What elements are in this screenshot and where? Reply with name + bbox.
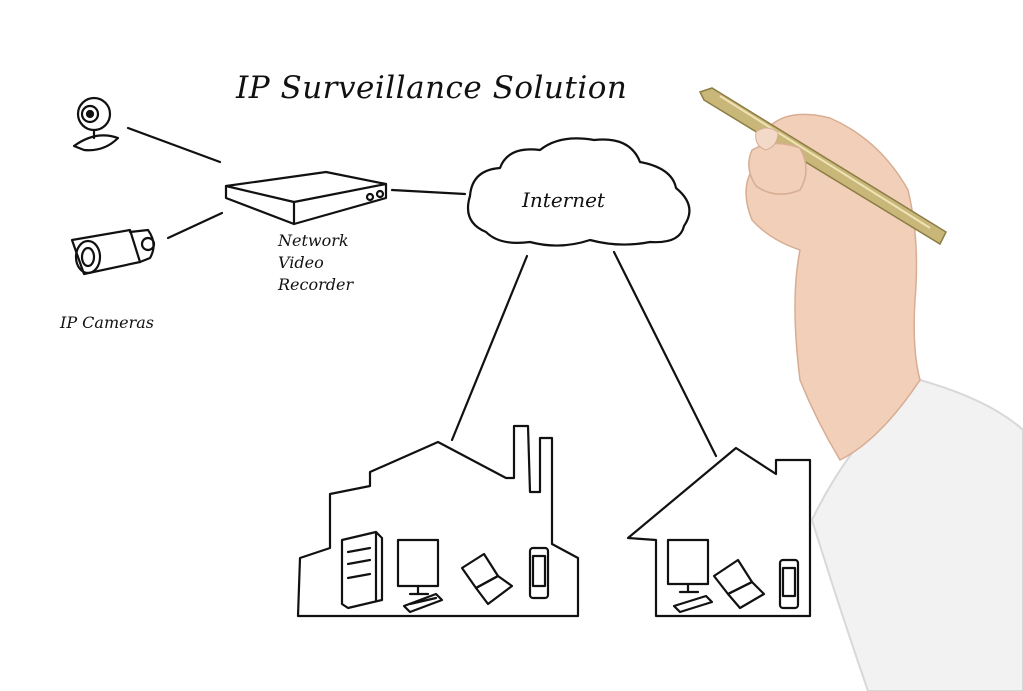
phone-icon — [528, 546, 550, 600]
webcam-icon — [72, 96, 120, 152]
recorder-label-line2: Video — [278, 253, 324, 272]
keyboard-icon-house — [672, 594, 714, 614]
bullet-camera-icon — [70, 228, 156, 276]
cloud-label: Internet — [522, 188, 605, 212]
cameras-label: IP Cameras — [60, 313, 154, 332]
hand-with-pen — [698, 87, 1023, 691]
laptop-icon — [460, 552, 514, 606]
nvr-box-icon — [224, 170, 388, 226]
recorder-label: Network Video Recorder — [278, 230, 353, 296]
phone-icon-house — [778, 558, 800, 610]
cloud-to-factory-line — [450, 254, 529, 442]
recorder-label-line1: Network — [278, 231, 349, 250]
house-building — [626, 446, 812, 618]
monitor-icon — [396, 538, 440, 596]
monitor-icon-house — [666, 538, 710, 594]
cloud-to-house-line — [612, 250, 718, 458]
laptop-icon-house — [712, 558, 766, 610]
recorder-label-line3: Recorder — [278, 275, 354, 294]
factory-building — [296, 424, 580, 618]
cloud-icon — [466, 137, 691, 247]
camera-to-nvr-line — [166, 211, 224, 240]
nvr-to-cloud-line — [390, 188, 467, 196]
webcam-to-nvr-line — [126, 126, 222, 164]
keyboard-icon — [402, 592, 444, 614]
diagram-title: IP Surveillance Solution — [236, 70, 628, 106]
server-tower-icon — [340, 530, 384, 610]
